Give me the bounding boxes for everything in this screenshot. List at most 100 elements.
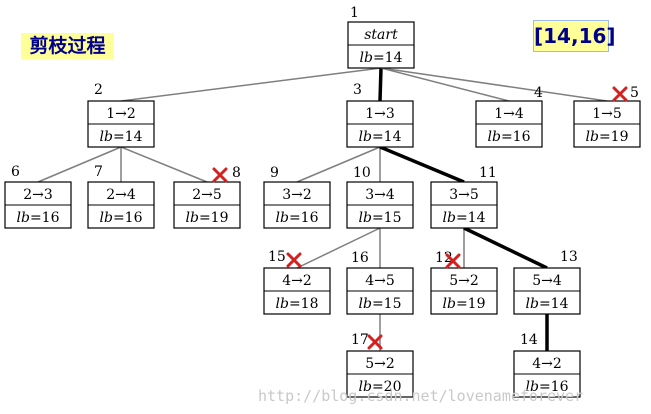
node-bound-value: =14 [539,296,569,312]
node-bound-name: lb [488,129,501,145]
node-number: 11 [479,165,497,181]
node-bound-value: =14 [372,129,402,145]
node-bound-label: lb=15 [359,296,402,312]
node-bound-name: lb [526,379,539,395]
node-number: 5 [630,85,639,101]
node-number: 15 [268,249,286,265]
node-step-label: 4→2 [532,356,562,372]
node-bound-name: lb [276,296,289,312]
node-step-label: 5→2 [449,273,479,289]
node-bound-name: lb [526,296,539,312]
node-number: 2 [94,82,103,98]
watermark: http://blog.csdn.net/lovenameforever [258,387,583,405]
node-bound-name: lb [276,210,289,226]
node-step-label: start [364,27,398,43]
node-bound-label: lb=15 [359,210,402,226]
pruned-cross-icon [286,252,302,268]
node-bound-name: lb [186,210,199,226]
node-step-label: 2→4 [106,187,136,203]
node-bound-label: lb=18 [276,296,319,312]
node-bound-name: lb [443,296,456,312]
node-bound-value: =15 [372,296,402,312]
node-bound-value: =14 [456,210,486,226]
cross-stroke [367,334,383,350]
node-step-label: 5→4 [532,273,562,289]
node-bound-value: =14 [113,129,143,145]
node-bound-name: lb [359,210,372,226]
node-bound-label: lb=20 [359,379,402,395]
page-title: 剪枝过程 [21,33,114,59]
pruned-cross-icon [612,86,628,102]
node-bound-name: lb [359,129,372,145]
node-bound-value: =16 [501,129,531,145]
tree-node-6: 2→3lb=166 [4,164,72,229]
node-bound-value: =18 [289,296,319,312]
node-step-label: 1→4 [494,106,524,122]
node-bound-label: lb=14 [359,129,402,145]
node-bound-value: =16 [289,210,319,226]
node-bound-name: lb [586,129,599,145]
node-bound-label: lb=16 [488,129,531,145]
edge-10-15 [296,227,381,269]
tree-node-9: 3→2 lb=16 9 [263,165,331,229]
node-bound-value: =16 [113,210,143,226]
node-bound-name: lb [17,210,30,226]
edge-1-5 [380,67,608,102]
node-step-label: 1→2 [106,106,136,122]
edge-3-9 [296,146,381,183]
pruned-cross-icon [367,334,383,350]
node-bound-label: lb=14 [443,210,486,226]
edges-layer [37,67,608,351]
node-bound-value: =14 [373,50,403,66]
node-bound-label: lb=16 [526,379,569,395]
node-step-label: 2→5 [192,187,222,203]
edge-2-6 [37,146,122,183]
edge-2-8 [120,146,208,183]
tree-node-7: 2→4lb=167 [87,164,155,229]
node-number: 6 [11,164,20,180]
node-bound-label: lb=14 [100,129,143,145]
node-step-label: 1→5 [592,106,622,122]
node-bound-label: lb=14 [526,296,569,312]
node-bound-label: lb=19 [586,129,629,145]
node-bound-value: =19 [599,129,629,145]
cross-stroke [212,167,228,183]
node-bound-value: =16 [539,379,569,395]
node-bound-value: =16 [30,210,60,226]
node-bound-label: lb=14 [360,50,403,66]
node-bound-label: lb=16 [17,210,60,226]
node-number: 17 [351,332,369,348]
bound-range-badge: [14,16] [533,20,616,52]
tree-node-3: 1→3lb=143 [346,82,414,148]
node-bound-name: lb [443,210,456,226]
node-bound-name: lb [100,129,113,145]
tree-node-8: 2→5 lb=19 8 [173,165,241,229]
cross-stroke [286,252,302,268]
node-step-label: 3→2 [282,187,312,203]
tree-node-2: 1→2 lb=14 2 [87,82,155,148]
node-bound-name: lb [359,296,372,312]
node-step-label: 1→3 [365,106,395,122]
edge-1-3 [378,67,383,102]
node-bound-value: =15 [372,210,402,226]
nodes-layer: startlb=1411→2lb=1421→3lb=1431→4lb=1641→… [4,5,641,398]
tree-node-4: 1→4lb=164 [475,85,543,148]
node-number: 10 [353,165,371,181]
node-bound-value: =19 [199,210,229,226]
node-number: 9 [270,165,279,181]
node-number: 16 [351,250,369,266]
node-number: 8 [232,165,241,181]
edge-3-11 [379,145,465,184]
tree-node-1: start lb=14 1 [347,5,415,69]
node-bound-name: lb [100,210,113,226]
node-step-label: 3→4 [365,187,395,203]
tree-node-5: 1→5 lb=19 5 [573,85,641,148]
node-bound-name: lb [359,379,372,395]
node-number: 1 [350,5,359,21]
